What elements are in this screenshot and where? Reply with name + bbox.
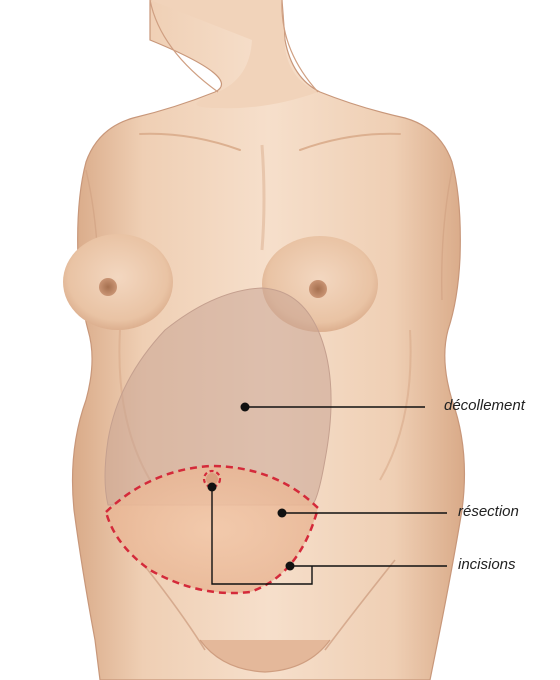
label-resection: résection	[458, 503, 519, 520]
decollement-dot	[241, 403, 250, 412]
incision-dot-umbilicus	[208, 483, 217, 492]
resection-dot	[278, 509, 287, 518]
left-breast	[63, 234, 173, 330]
label-incisions: incisions	[458, 556, 516, 573]
right-nipple-icon	[309, 280, 327, 298]
incision-dot-lower	[286, 562, 295, 571]
label-decollement: décollement	[444, 397, 525, 414]
left-nipple-icon	[99, 278, 117, 296]
